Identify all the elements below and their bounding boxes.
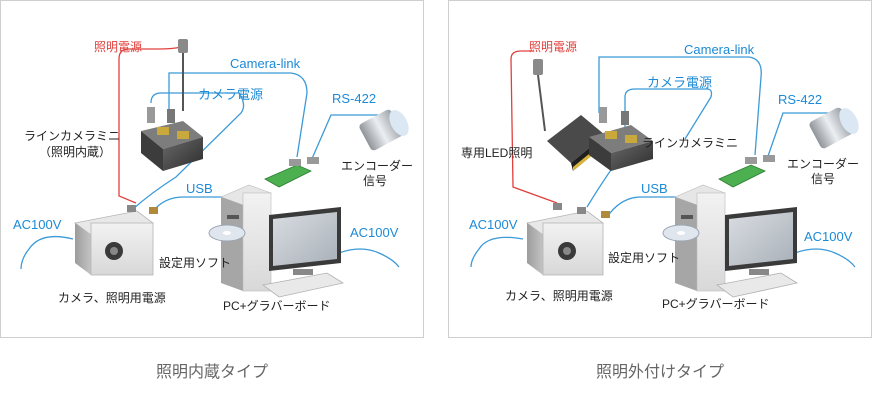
camera-link-cable-external bbox=[598, 56, 762, 156]
usb-cable bbox=[152, 196, 223, 212]
panel-external-light: 照明電源 Camera-link カメラ電源 RS-422 専用LED照明 ライ… bbox=[448, 0, 872, 338]
grabber-board bbox=[264, 164, 312, 188]
ac-cable-right bbox=[338, 248, 400, 268]
camera-link-label-external: Camera-link bbox=[684, 42, 755, 57]
light-power-cable bbox=[118, 46, 182, 204]
power-supply-box bbox=[74, 210, 154, 276]
camera-power-label-external: カメラ電源 bbox=[647, 75, 713, 90]
rs422-label-external: RS-422 bbox=[778, 92, 823, 107]
power-supply-box-external bbox=[526, 210, 604, 276]
ac-cable-right-external bbox=[794, 248, 856, 268]
pc-label-external: PC+グラバーボード bbox=[662, 297, 770, 311]
ac100v-left-label-external: AC100V bbox=[469, 217, 518, 232]
setting-software-label-external: 設定用ソフト bbox=[608, 251, 681, 265]
encoder bbox=[359, 109, 409, 151]
line-camera-label-external: ラインカメラミニ bbox=[642, 136, 739, 150]
keyboard bbox=[262, 272, 345, 298]
power-supply-label-external: カメラ、照明用電源 bbox=[505, 289, 613, 303]
line-camera-mini-external bbox=[589, 107, 653, 171]
caption-built-in-light: 照明内蔵タイプ bbox=[155, 364, 268, 381]
diagram-built-in-light bbox=[20, 39, 409, 298]
power-supply-label: カメラ、照明用電源 bbox=[58, 291, 166, 305]
line-camera-label-2: （照明内蔵） bbox=[39, 145, 112, 159]
encoder-label-2: 信号 bbox=[363, 174, 388, 188]
pc-tower-external bbox=[674, 184, 726, 292]
encoder-label-1: エンコーダー bbox=[341, 159, 414, 173]
software-disc-external bbox=[662, 224, 700, 242]
light-power-plug-external bbox=[533, 59, 546, 132]
led-light-label: 専用LED照明 bbox=[461, 146, 533, 160]
usb-label: USB bbox=[186, 181, 213, 196]
keyboard-external bbox=[716, 272, 799, 298]
pc-tower bbox=[220, 184, 272, 292]
setting-software-label: 設定用ソフト bbox=[159, 256, 232, 270]
ac100v-right-label-external: AC100V bbox=[804, 229, 853, 244]
camera-power-cable-external bbox=[586, 88, 713, 208]
rs422-label: RS-422 bbox=[332, 91, 377, 106]
ac100v-left-label: AC100V bbox=[13, 217, 62, 232]
light-power-label-external: 照明電源 bbox=[529, 40, 578, 54]
line-camera-label-1: ラインカメラミニ bbox=[24, 129, 121, 143]
monitor bbox=[269, 207, 341, 275]
cables-external bbox=[470, 50, 856, 268]
encoder-label-1-external: エンコーダー bbox=[787, 157, 860, 171]
caption-external-light: 照明外付けタイプ bbox=[595, 364, 724, 381]
ac100v-right-label: AC100V bbox=[350, 225, 399, 240]
monitor-external bbox=[725, 207, 797, 275]
light-power-plug bbox=[178, 39, 188, 111]
ac-cable-left-external bbox=[470, 236, 524, 268]
software-disc bbox=[208, 224, 246, 242]
encoder-external bbox=[809, 107, 859, 149]
camera-power-label: カメラ電源 bbox=[198, 87, 264, 102]
ac-cable-left bbox=[20, 235, 74, 270]
usb-label-external: USB bbox=[641, 181, 668, 196]
light-power-label: 照明電源 bbox=[94, 40, 143, 54]
grabber-board-external bbox=[718, 164, 766, 188]
encoder-label-2-external: 信号 bbox=[811, 172, 836, 186]
panel-built-in-light: 照明電源 Camera-link カメラ電源 RS-422 ラインカメラミニ （… bbox=[0, 0, 424, 338]
cables bbox=[20, 46, 400, 270]
usb-cable-external bbox=[606, 196, 679, 218]
camera-link-cable bbox=[168, 72, 308, 158]
camera-power-cable bbox=[132, 92, 245, 210]
light-power-cable-external bbox=[510, 50, 558, 204]
pc-label: PC+グラバーボード bbox=[223, 299, 331, 313]
diagram-external-light bbox=[470, 50, 859, 298]
camera-link-label: Camera-link bbox=[230, 56, 301, 71]
line-camera-mini bbox=[141, 107, 203, 171]
